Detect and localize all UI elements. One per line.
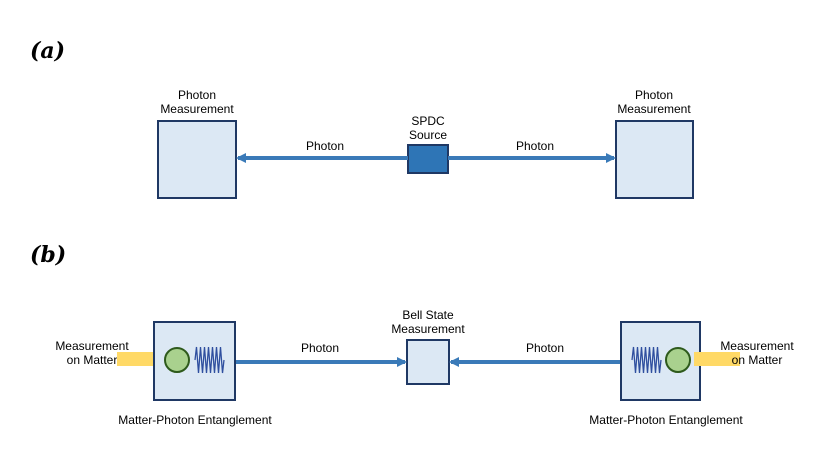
right-matter-measurement-line2: on Matter bbox=[732, 353, 783, 367]
left-laser-beam-icon bbox=[117, 352, 161, 366]
right-detector-label-line2: Measurement bbox=[617, 102, 691, 116]
right-photon-label-b: Photon bbox=[526, 341, 564, 355]
bell-state-measurement-box bbox=[406, 339, 450, 385]
right-photon-emission-spring-icon bbox=[631, 346, 662, 374]
spdc-source-box bbox=[407, 144, 449, 174]
left-detector-label-line2: Measurement bbox=[160, 102, 234, 116]
right-detector-label-line1: Photon bbox=[635, 88, 673, 102]
left-matter-measurement-line1: Measurement bbox=[55, 339, 129, 353]
left-photon-emission-spring-icon bbox=[194, 346, 225, 374]
right-photon-label: Photon bbox=[516, 139, 554, 153]
bsm-label-line2: Measurement bbox=[391, 322, 465, 336]
left-entanglement-caption: Matter-Photon Entanglement bbox=[118, 413, 272, 427]
left-matter-measurement-line2: on Matter bbox=[67, 353, 118, 367]
left-photon-label: Photon bbox=[306, 139, 344, 153]
right-matter-qubit-icon bbox=[665, 347, 691, 373]
right-entanglement-caption: Matter-Photon Entanglement bbox=[589, 413, 743, 427]
left-matter-qubit-icon bbox=[164, 347, 190, 373]
left-detector-label-line1: Photon bbox=[178, 88, 216, 102]
panel-b-label: (b) bbox=[30, 242, 66, 268]
source-label-line2: Source bbox=[409, 128, 447, 142]
panel-a-label: (a) bbox=[30, 38, 65, 64]
left-photon-detector-box bbox=[157, 120, 237, 199]
right-laser-beam-icon bbox=[694, 352, 740, 366]
right-matter-measurement-line1: Measurement bbox=[720, 339, 794, 353]
bsm-label-line1: Bell State bbox=[402, 308, 454, 322]
source-label-line1: SPDC bbox=[411, 114, 445, 128]
right-photon-detector-box bbox=[615, 120, 694, 199]
left-photon-label-b: Photon bbox=[301, 341, 339, 355]
